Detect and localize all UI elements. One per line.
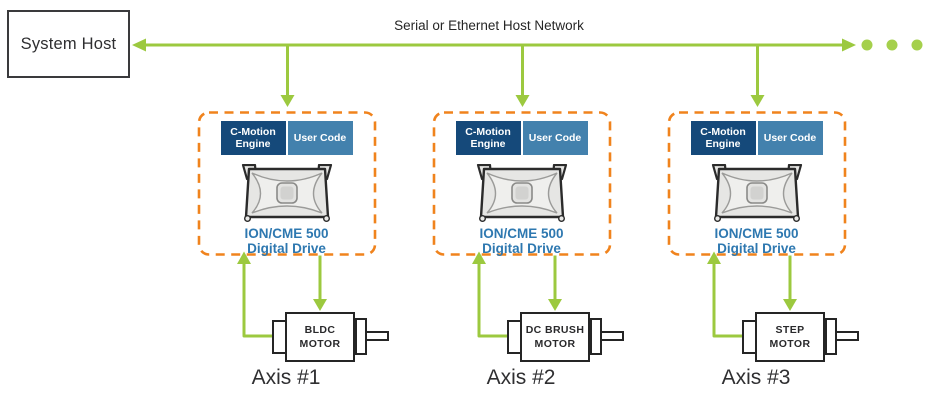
network-drop-arrow-axis2 — [515, 46, 530, 107]
system-host-label: System Host — [20, 34, 117, 53]
motor-shaft — [835, 331, 859, 341]
motor-body: DC BRUSH MOTOR — [520, 312, 590, 362]
network-drop-arrow-axis1 — [280, 46, 295, 107]
c-motion-engine-cell: C-Motion Engine — [690, 121, 756, 155]
engine-header: C-Motion Engine User Code — [690, 121, 823, 155]
motor-shaft — [365, 331, 389, 341]
motor-body: STEP MOTOR — [755, 312, 825, 362]
network-label: Serial or Ethernet Host Network — [394, 18, 584, 33]
motor-label: DC BRUSH MOTOR — [525, 323, 585, 350]
continuation-dots-icon — [861, 39, 923, 51]
drive-caption: ION/CME 500 Digital Drive — [433, 226, 610, 256]
drive-name: ION/CME 500 — [479, 226, 564, 241]
feedback-arrow-axis3 — [707, 251, 743, 338]
drive-box-axis1: C-Motion Engine User Code ION/CME 500 Di… — [198, 112, 375, 256]
drive-box-axis2: C-Motion Engine User Code ION/CME 500 Di… — [433, 112, 610, 256]
system-host-box: System Host — [7, 10, 130, 78]
feedback-arrow-axis2 — [472, 251, 508, 338]
drive-type: Digital Drive — [717, 241, 796, 256]
drive-device-icon — [711, 164, 802, 223]
feedback-arrow-axis1 — [237, 251, 273, 338]
motor-step: STEP MOTOR — [742, 312, 860, 362]
drive-type: Digital Drive — [482, 241, 561, 256]
network-arrowhead-right-icon — [842, 38, 856, 52]
drive-caption: ION/CME 500 Digital Drive — [198, 226, 375, 256]
motor-dc-brush: DC BRUSH MOTOR — [507, 312, 625, 362]
command-arrow-axis3 — [783, 255, 797, 311]
drive-name: ION/CME 500 — [244, 226, 329, 241]
engine-header: C-Motion Engine User Code — [455, 121, 588, 155]
engine-header: C-Motion Engine User Code — [220, 121, 353, 155]
command-arrow-axis2 — [548, 255, 562, 311]
user-code-cell: User Code — [522, 121, 588, 155]
drive-device-icon — [476, 164, 567, 223]
user-code-cell: User Code — [287, 121, 353, 155]
command-arrow-axis1 — [313, 255, 327, 311]
motor-body: BLDC MOTOR — [285, 312, 355, 362]
network-arrowhead-left-icon — [132, 38, 146, 52]
axis-label-2: Axis #2 — [486, 366, 556, 389]
motor-label: STEP MOTOR — [769, 323, 811, 350]
drive-device-icon — [241, 164, 332, 223]
drive-box-axis3: C-Motion Engine User Code ION/CME 500 Di… — [668, 112, 845, 256]
drive-caption: ION/CME 500 Digital Drive — [668, 226, 845, 256]
motor-bldc: BLDC MOTOR — [272, 312, 390, 362]
motor-label: BLDC MOTOR — [299, 323, 341, 350]
network-drop-arrow-axis3 — [750, 46, 765, 107]
drive-type: Digital Drive — [247, 241, 326, 256]
c-motion-engine-cell: C-Motion Engine — [220, 121, 286, 155]
c-motion-engine-cell: C-Motion Engine — [455, 121, 521, 155]
user-code-cell: User Code — [757, 121, 823, 155]
motor-shaft — [600, 331, 624, 341]
axis-label-3: Axis #3 — [721, 366, 791, 389]
axis-label-1: Axis #1 — [251, 366, 321, 389]
drive-name: ION/CME 500 — [714, 226, 799, 241]
